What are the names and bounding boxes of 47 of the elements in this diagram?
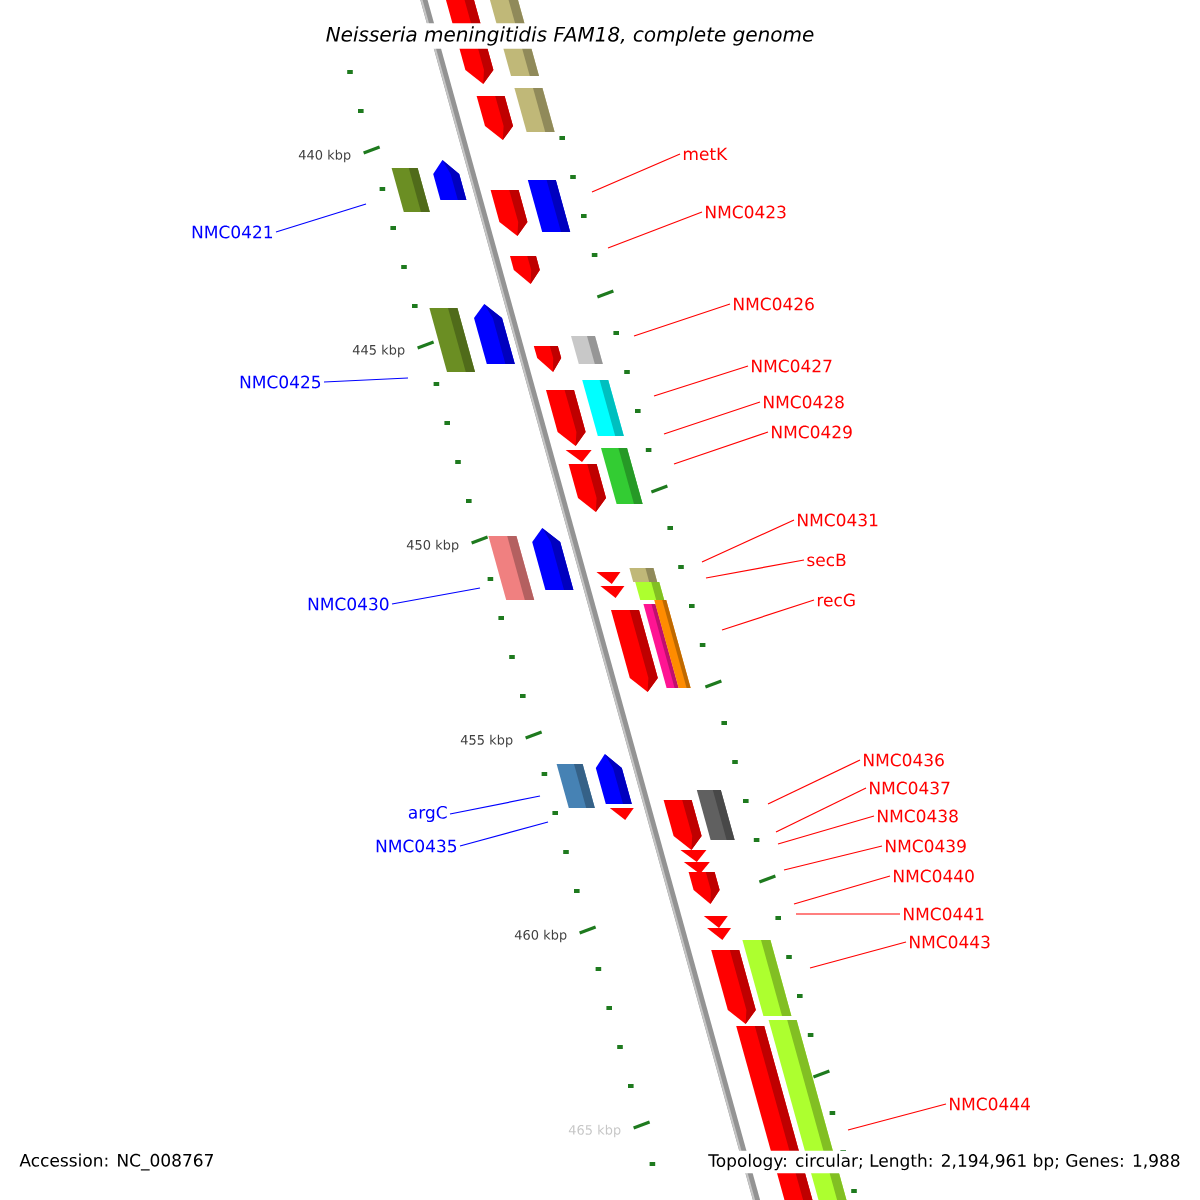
gene-label: NMC0443 — [910, 935, 990, 949]
leader-line — [705, 559, 805, 579]
leader-line — [795, 913, 901, 915]
leader-line — [721, 599, 815, 631]
gene-label: metK — [683, 147, 728, 161]
genome-info-text: Topology: circular; Length: 2,194,961 bp; Genes: 1,988 — [705, 1150, 1184, 1174]
gene-label: NMC0439 — [886, 839, 966, 853]
gene-label: NMC0421 — [192, 225, 273, 239]
leader-line — [607, 211, 703, 249]
accession-text: Accession: NC_008767 — [16, 1150, 218, 1174]
leader-line — [663, 401, 761, 435]
gene-label: NMC0444 — [950, 1097, 1030, 1111]
leader-line — [653, 365, 749, 397]
leader-line — [809, 941, 907, 969]
gene-label: NMC0431 — [798, 513, 878, 527]
leader-line — [323, 377, 409, 383]
leader-line — [591, 153, 681, 193]
gene-label: NMC0436 — [864, 753, 944, 767]
gene-label: recG — [817, 593, 855, 607]
gene-label: NMC0441 — [904, 907, 984, 921]
gene-label: NMC0435 — [376, 839, 457, 853]
gene-label: NMC0440 — [894, 869, 974, 883]
leader-line — [449, 795, 541, 815]
gene-label: NMC0426 — [734, 297, 814, 311]
leader-line — [673, 431, 769, 465]
gene-label: NMC0438 — [878, 809, 958, 823]
gene-label: NMC0437 — [870, 781, 950, 795]
leader-line — [391, 587, 481, 605]
gene-label: NMC0430 — [308, 597, 389, 611]
gene-label: NMC0427 — [752, 359, 832, 373]
gene-label: secB — [807, 553, 846, 567]
gene-label: NMC0423 — [706, 205, 786, 219]
leader-line — [775, 787, 867, 833]
leader-line — [459, 821, 549, 847]
leader-line — [793, 875, 891, 905]
gene-label: argC — [408, 805, 447, 823]
leader-line — [767, 759, 861, 805]
gene-label: NMC0428 — [764, 395, 844, 409]
title: Neisseria meningitidis FAM18, complete genome — [322, 23, 818, 49]
leader-line — [777, 815, 875, 845]
leader-line — [275, 203, 367, 233]
leader-line — [847, 1103, 947, 1131]
gene-label: NMC0425 — [240, 375, 321, 389]
leader-line — [783, 845, 883, 871]
leader-line — [701, 519, 795, 563]
leader-line — [633, 303, 731, 337]
gene-label: NMC0429 — [772, 425, 852, 439]
